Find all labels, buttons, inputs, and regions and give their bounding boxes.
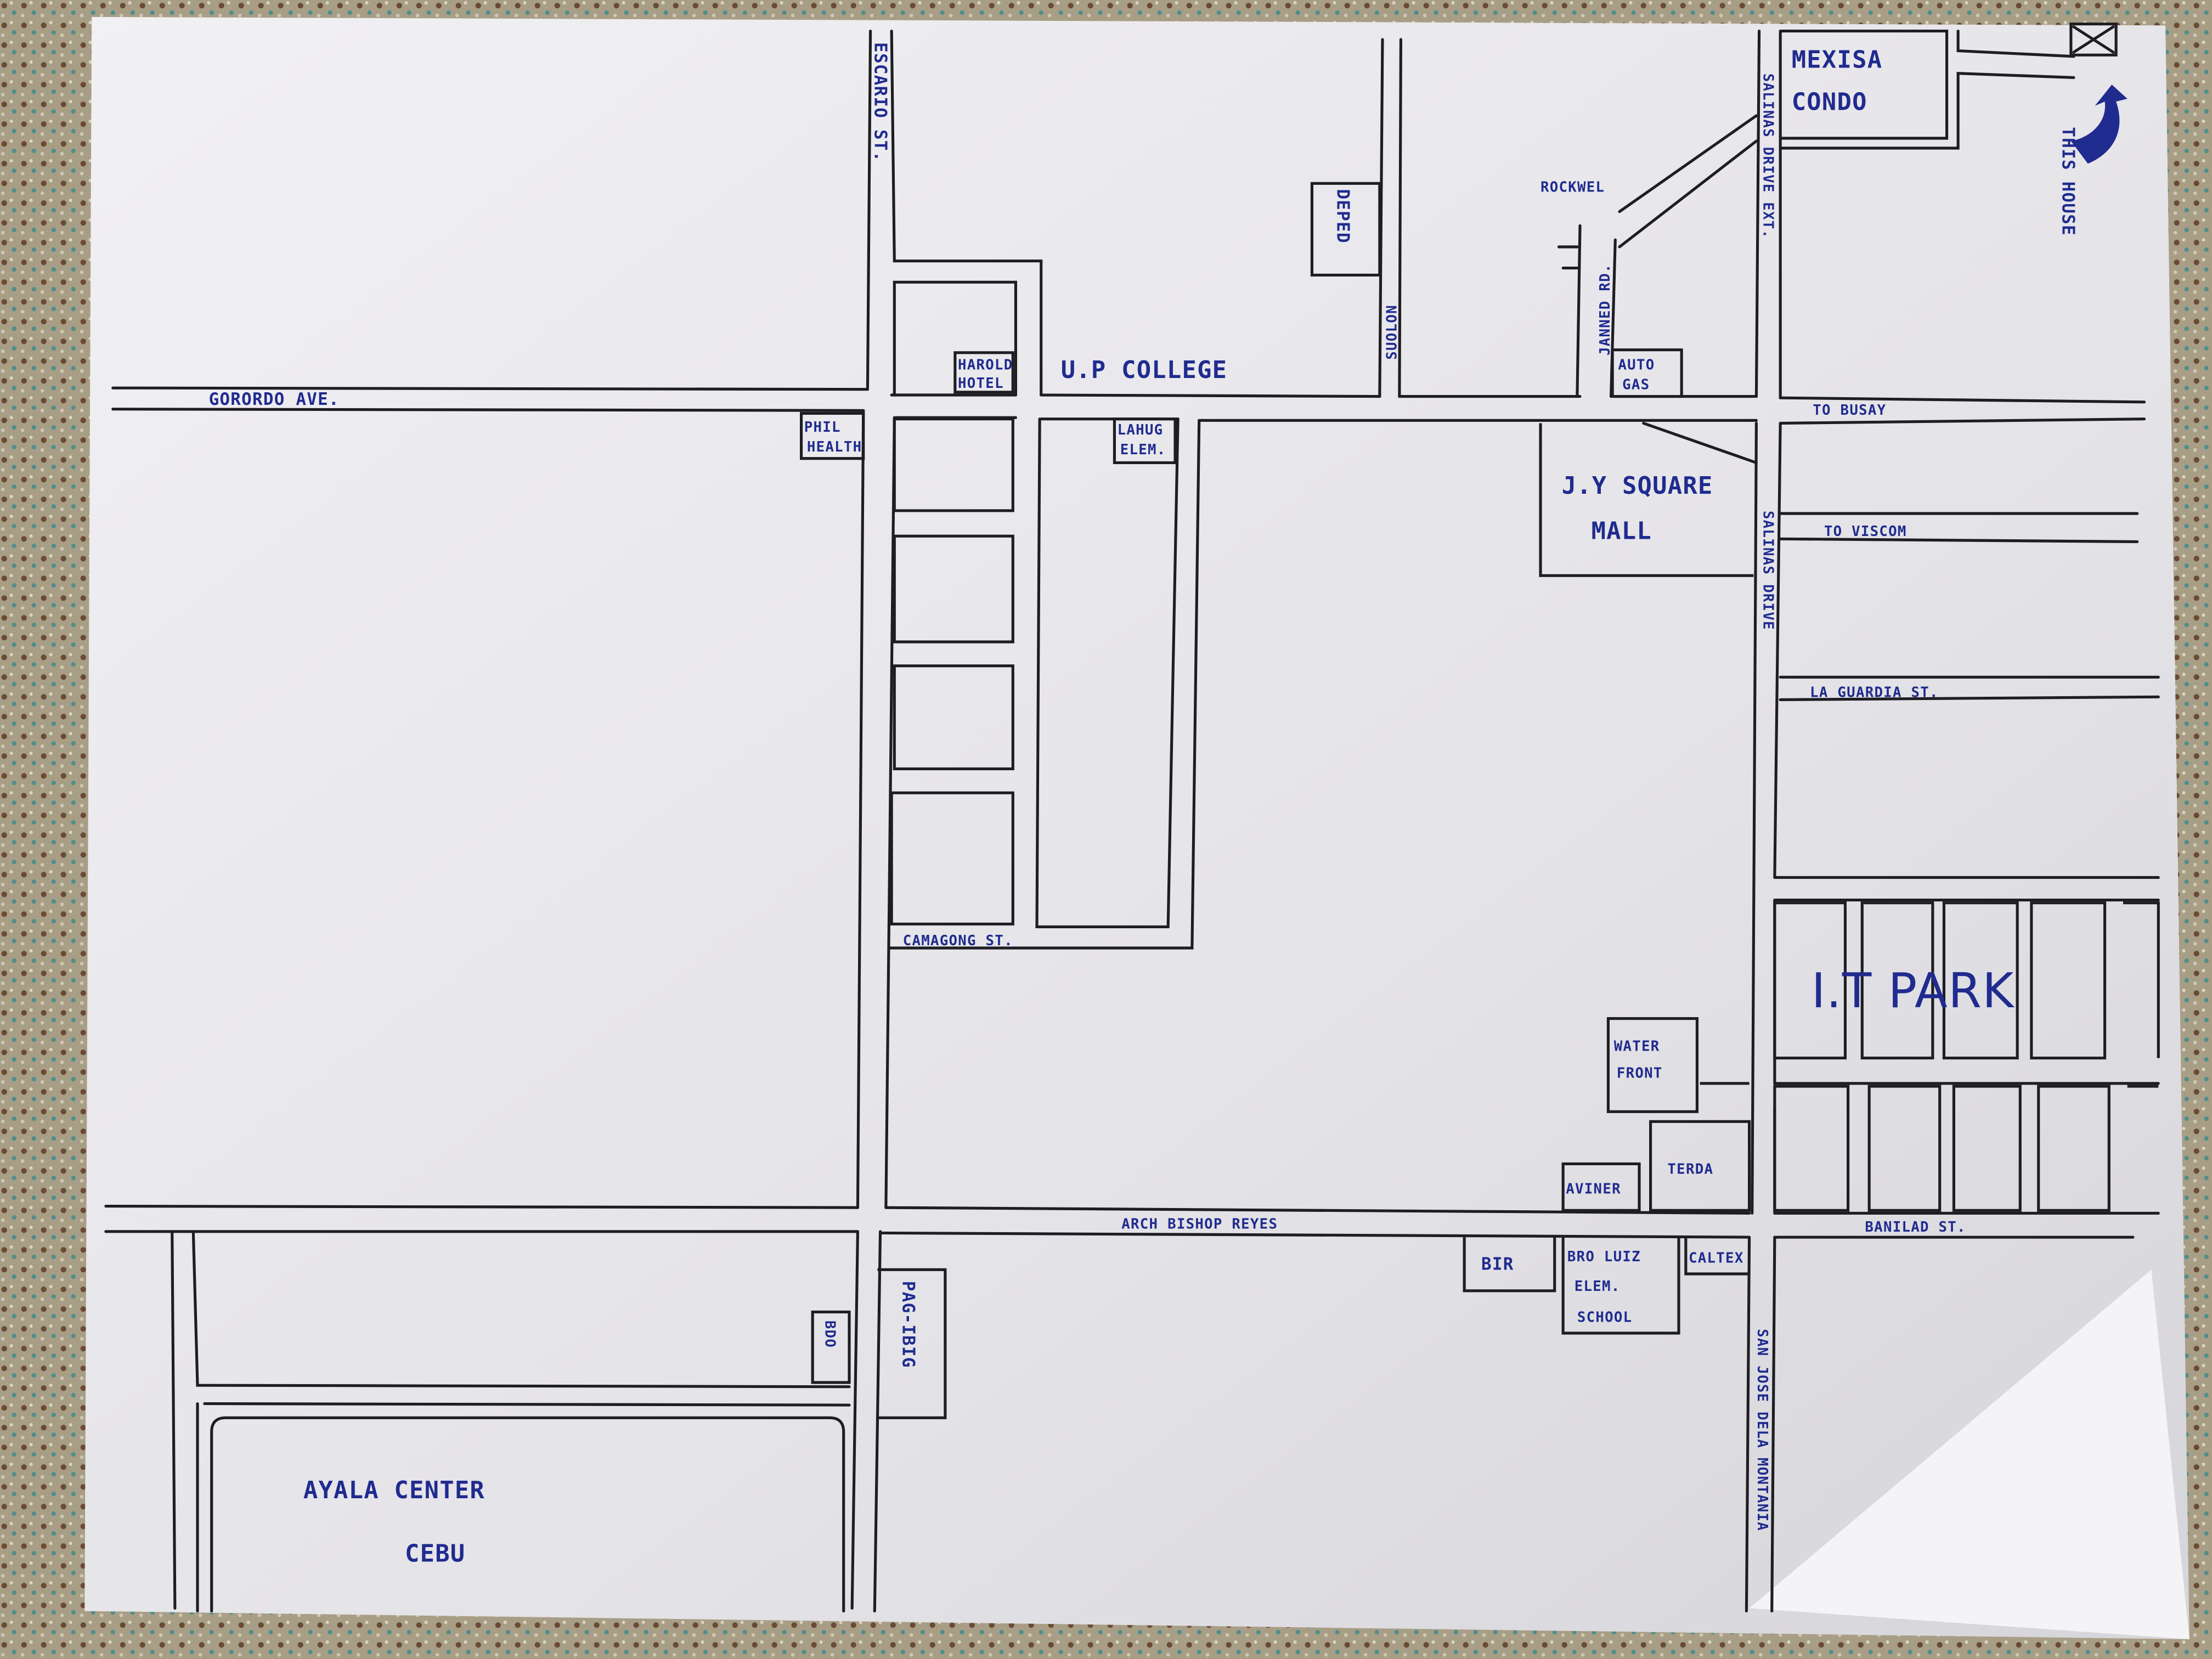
- label-gorordo: GORORDO AVE.: [209, 390, 340, 409]
- label-pagibig: PAG-IBIG: [899, 1281, 918, 1368]
- label-autogas-1: AUTO: [1618, 357, 1655, 374]
- label-to-viscom: TO VISCOM: [1824, 523, 1907, 540]
- label-hotel-2: HOTEL: [958, 375, 1004, 392]
- label-autogas-2: GAS: [1622, 377, 1650, 393]
- label-phil-1: PHIL: [804, 419, 841, 436]
- label-ayala-1: AYALA CENTER: [303, 1476, 485, 1504]
- label-ayala-2: CEBU: [405, 1540, 465, 1568]
- folded-corner: [1749, 1269, 2190, 1639]
- label-aviner: AVINER: [1566, 1181, 1621, 1197]
- label-janned: JANNED RD.: [1597, 263, 1613, 356]
- label-jy-1: J.Y SQUARE: [1562, 472, 1713, 500]
- label-water-2: FRONT: [1617, 1065, 1663, 1082]
- paper-sheet: [84, 16, 2190, 1639]
- label-bro-1: BRO LUIZ: [1567, 1249, 1641, 1265]
- label-la-guardia: LA GUARDIA ST.: [1810, 684, 1939, 701]
- roads: [104, 22, 2160, 1613]
- label-sudlon: SUOLON: [1384, 304, 1401, 360]
- label-banilad: BANILAD ST.: [1865, 1219, 1966, 1235]
- label-camagong: CAMAGONG ST.: [903, 933, 1013, 949]
- label-this-house: THIS HOUSE: [2058, 127, 2078, 236]
- arrow-to-house-icon: [2070, 84, 2128, 164]
- street-labels: GORORDO AVE. ESCARIO ST. SUOLON SALINAS …: [209, 42, 1966, 1531]
- label-it-park: I.T PARK: [1812, 963, 2015, 1019]
- label-san-jose: SAN JOSE DELA MONTANIA: [1754, 1329, 1770, 1531]
- label-escario: ESCARIO ST.: [870, 42, 890, 162]
- label-condo-1: MEXISA: [1792, 46, 1883, 74]
- label-jy-2: MALL: [1592, 517, 1652, 545]
- label-bdo: BDO: [821, 1321, 838, 1348]
- label-condo-2: CONDO: [1792, 88, 1867, 116]
- label-to-busay: TO BUSAY: [1813, 402, 1886, 419]
- label-up-college: U.P COLLEGE: [1061, 356, 1228, 384]
- label-rockwel: ROCKWEL: [1541, 179, 1605, 196]
- label-salinas: SALINAS DRIVE: [1759, 511, 1776, 630]
- label-archbishop: ARCH BISHOP REYES: [1121, 1216, 1278, 1233]
- label-phil-2: HEALTH: [807, 439, 862, 455]
- label-lahug-1: LAHUG: [1118, 422, 1164, 438]
- label-salinas-ext: SALINAS DRIVE EXT.: [1759, 74, 1776, 239]
- label-terda: TERDA: [1667, 1161, 1713, 1177]
- label-bro-2: ELEM.: [1575, 1278, 1621, 1295]
- label-caltex: CALTEX: [1689, 1250, 1744, 1266]
- place-labels: MEXISA CONDO THIS HOUSE DEPED HAROLD HOT…: [303, 46, 2078, 1567]
- label-bro-3: SCHOOL: [1577, 1309, 1633, 1325]
- label-water-1: WATER: [1614, 1039, 1660, 1055]
- label-deped: DEPED: [1333, 189, 1353, 244]
- label-lahug-2: ELEM.: [1120, 442, 1166, 458]
- label-hotel-1: HAROLD: [958, 357, 1013, 374]
- label-bir: BIR: [1481, 1254, 1514, 1274]
